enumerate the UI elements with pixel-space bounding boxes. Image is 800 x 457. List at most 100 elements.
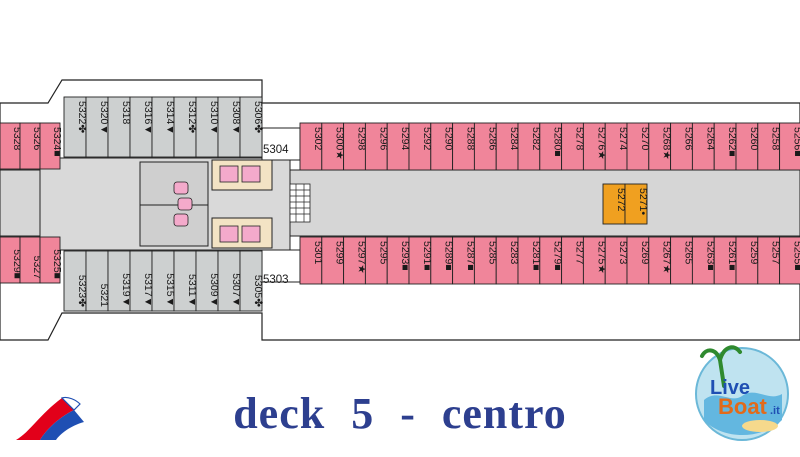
cabin-label: 5298 <box>356 127 368 151</box>
cabin-label: 5319▼ <box>120 273 132 307</box>
cabin-mid_bot-11[interactable]: 5279■ <box>539 236 564 285</box>
cabin-label: 5263■ <box>704 241 716 271</box>
cabin-label: 5290 <box>443 127 455 151</box>
cabin-fwd_top_block-0[interactable]: 5322✤ <box>63 96 88 158</box>
cabin-fwd_top_block-5[interactable]: 5312✤ <box>173 96 198 158</box>
cabin-mid_top-19[interactable]: 5262■ <box>713 122 738 171</box>
cabin-mid_top-16[interactable]: 5268★ <box>648 122 673 171</box>
cabin-fwd_bot_block-5[interactable]: 5311▼ <box>173 250 198 312</box>
cabin-mid_top-9[interactable]: 5284 <box>495 122 520 171</box>
cabin-fwd_top_block-7[interactable]: 5308▼ <box>217 96 242 158</box>
cabin-mid_top-4[interactable]: 5294 <box>386 122 411 171</box>
cabin-fwd_bot_left-0[interactable]: 5329■ <box>0 236 23 284</box>
cabin-label: 5324■ <box>51 127 63 157</box>
stairs <box>289 183 311 223</box>
cabin-mid_bot-4[interactable]: 5293■ <box>386 236 411 285</box>
cabin-mid_bot-15[interactable]: 5269 <box>626 236 651 285</box>
cabin-mid_bot-16[interactable]: 5267★ <box>648 236 673 285</box>
cabin-mid_bot-14[interactable]: 5273 <box>604 236 629 285</box>
cabin-label: 5322✤ <box>76 101 88 133</box>
cabin-mid_bot-3[interactable]: 5295 <box>364 236 389 285</box>
cabin-mid_top-0[interactable]: 5302 <box>299 122 324 171</box>
elevator-bank <box>173 181 193 227</box>
cabin-fwd_top_block-2[interactable]: 5318 <box>107 96 132 158</box>
cabin-label: 5264 <box>704 127 716 151</box>
cabin-mid_bot-2[interactable]: 5297★ <box>343 236 368 285</box>
cabin-mid_bot-13[interactable]: 5275★ <box>582 236 607 285</box>
cabin-mid_bot-10[interactable]: 5281■ <box>517 236 542 285</box>
brand-live: Live <box>710 377 750 399</box>
deck-dash: - <box>400 389 416 438</box>
cabin-label: 5282 <box>530 127 542 151</box>
cabin-mid_top-10[interactable]: 5282 <box>517 122 542 171</box>
cabin-mid_bot-0[interactable]: 5301 <box>299 236 324 285</box>
cabin-label: 5301 <box>312 241 324 265</box>
cabin-fwd_bot_block-2[interactable]: 5319▼ <box>107 250 132 312</box>
cabin-mid_top-21[interactable]: 5258 <box>757 122 782 171</box>
cabin-mid_top-22[interactable]: 5256■ <box>779 122 800 171</box>
cabin-mid_top-7[interactable]: 5288 <box>452 122 477 171</box>
cabin-label: 5256■ <box>792 127 800 157</box>
cabin-fwd_bot_block-7[interactable]: 5307▼ <box>217 250 242 312</box>
cabin-mid_bot-20[interactable]: 5259 <box>735 236 760 285</box>
cabin-mid_bot-19[interactable]: 5261■ <box>713 236 738 285</box>
cabin-fwd_top_left-0[interactable]: 5328 <box>0 122 23 170</box>
cabin-mid_bot-17[interactable]: 5265 <box>670 236 695 285</box>
cabin-mid_top-5[interactable]: 5292 <box>408 122 433 171</box>
cabin-label: 5275★ <box>595 241 607 274</box>
cabin-mid_top-20[interactable]: 5260 <box>735 122 760 171</box>
cabin-fwd_top_block-4[interactable]: 5314▼ <box>151 96 176 158</box>
cabin-center_highlight-1[interactable]: 5271• <box>624 183 649 225</box>
cabin-label: 5262■ <box>726 127 738 157</box>
cabin-fwd_top_block-3[interactable]: 5316▼ <box>129 96 154 158</box>
cabin-fwd_bot_block-6[interactable]: 5309▼ <box>195 250 220 312</box>
cabin-mid_top-15[interactable]: 5270 <box>626 122 651 171</box>
cabin-mid_bot-12[interactable]: 5277 <box>561 236 586 285</box>
cabin-fwd_top_block-1[interactable]: 5320▼ <box>85 96 110 158</box>
cabin-label: 5277 <box>574 241 586 265</box>
cabin-fwd_bot_block-0[interactable]: 5323✤ <box>63 250 88 312</box>
cabin-mid_top-1[interactable]: 5300★ <box>321 122 346 171</box>
cabin-label: 5305✤ <box>252 275 264 307</box>
cabin-mid_bot-5[interactable]: 5291■ <box>408 236 433 285</box>
cabin-fwd_bot_block-8[interactable]: 5305✤ <box>239 250 264 312</box>
cabin-mid_bot-8[interactable]: 5285 <box>473 236 498 285</box>
cabin-mid_top-17[interactable]: 5266 <box>670 122 695 171</box>
cabin-mid_bot-7[interactable]: 5287■ <box>452 236 477 285</box>
cabin-fwd_bot_block-1[interactable]: 5321 <box>85 250 110 312</box>
cabin-fwd_bot_block-4[interactable]: 5315▼ <box>151 250 176 312</box>
cabin-center_highlight-0[interactable]: 5272 <box>602 183 627 225</box>
cabin-fwd_top_left-2[interactable]: 5324■ <box>39 122 63 170</box>
cabin-label: 5285 <box>486 241 498 265</box>
cabin-fwd_bot_block-3[interactable]: 5317▼ <box>129 250 154 312</box>
cabin-fwd_top_left-1[interactable]: 5326 <box>19 122 43 170</box>
cabin-mid_top-2[interactable]: 5298 <box>343 122 368 171</box>
cabin-label: 5302 <box>312 127 324 151</box>
cabin-mid_bot-1[interactable]: 5299 <box>321 236 346 285</box>
room-label-top: 5304 <box>263 144 289 156</box>
cabin-mid_bot-21[interactable]: 5257 <box>757 236 782 285</box>
cabin-label: 5255■ <box>792 241 800 271</box>
cabin-label: 5261■ <box>726 241 738 271</box>
cabin-fwd_bot_left-1[interactable]: 5327 <box>19 236 43 284</box>
cabin-label: 5289■ <box>443 241 455 271</box>
cabin-mid_bot-6[interactable]: 5289■ <box>430 236 455 285</box>
cabin-mid_top-11[interactable]: 5280■ <box>539 122 564 171</box>
cabin-mid_top-18[interactable]: 5264 <box>691 122 716 171</box>
cabin-mid_top-8[interactable]: 5286 <box>473 122 498 171</box>
cabin-fwd_top_block-8[interactable]: 5306✤ <box>239 96 264 158</box>
cabin-mid_top-6[interactable]: 5290 <box>430 122 455 171</box>
cabin-label: 5316▼ <box>142 101 154 135</box>
cabin-mid_bot-9[interactable]: 5283 <box>495 236 520 285</box>
cabin-label: 5272 <box>615 188 627 212</box>
cabin-mid_top-12[interactable]: 5278 <box>561 122 586 171</box>
cabin-fwd_bot_left-2[interactable]: 5325■ <box>39 236 63 284</box>
cabin-fwd_top_block-6[interactable]: 5310▼ <box>195 96 220 158</box>
cabin-mid_bot-18[interactable]: 5263■ <box>691 236 716 285</box>
cabin-label: 5325■ <box>51 249 63 279</box>
cabin-mid_top-14[interactable]: 5274 <box>604 122 629 171</box>
cabin-mid_bot-22[interactable]: 5255■ <box>779 236 800 285</box>
cabin-mid_top-13[interactable]: 5276★ <box>582 122 607 171</box>
cabin-label: 5296 <box>377 127 389 151</box>
cabin-mid_top-3[interactable]: 5296 <box>364 122 389 171</box>
